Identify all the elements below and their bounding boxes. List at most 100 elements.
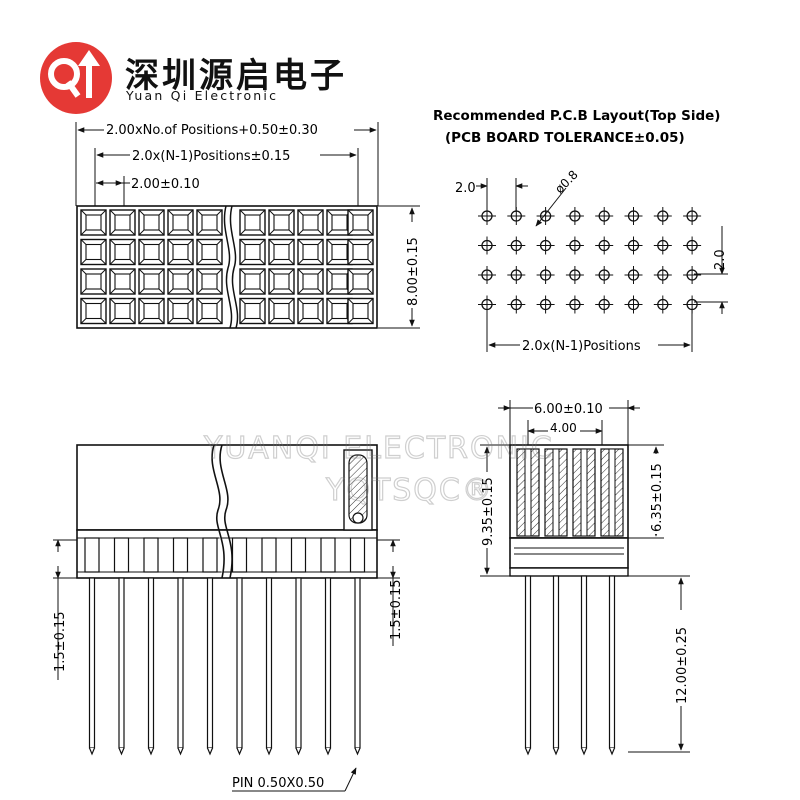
- side-pin: [580, 575, 588, 756]
- top-cell: [109, 238, 136, 266]
- pcb-hole: [595, 295, 614, 314]
- front-dim-right: 1.5±0.15: [389, 579, 404, 640]
- pcb-hole: [595, 266, 614, 284]
- top-cell: [196, 209, 223, 236]
- top-cell: [268, 209, 295, 236]
- top-cell: [80, 297, 107, 325]
- pcb-hole: [536, 207, 555, 225]
- pcb-hole: [507, 207, 526, 225]
- pcb-hole: [624, 236, 643, 255]
- brand-name-en: Yuan Qi Electronic: [126, 88, 279, 103]
- top-cell: [109, 209, 136, 236]
- pin-size-label: PIN 0.50X0.50: [232, 776, 324, 791]
- top-cell: [347, 268, 374, 295]
- pcb-hole-grid: [478, 207, 702, 314]
- pcb-hole: [536, 266, 555, 284]
- dim-positions-label: 2.0x(N-1)Positions±0.15: [132, 149, 290, 164]
- top-cell: [196, 297, 223, 325]
- top-cell: [297, 297, 324, 325]
- pcb-pitch-v-label: 2.0: [713, 249, 728, 270]
- watermark-line2: YQTSQC®: [325, 473, 494, 508]
- top-cell: [297, 238, 324, 266]
- pcb-hole: [683, 236, 702, 255]
- top-cell: [196, 268, 223, 295]
- top-view-cells: [80, 209, 374, 325]
- pcb-hole: [565, 295, 584, 314]
- pcb-hole: [565, 236, 584, 255]
- side-slot: [572, 448, 596, 537]
- top-cell: [109, 297, 136, 325]
- pcb-layout: Recommended P.C.B Layout(Top Side) (PCB …: [433, 108, 728, 354]
- front-pin: [202, 537, 218, 756]
- pcb-hole: [653, 266, 672, 284]
- side-view-slots: [516, 448, 624, 537]
- top-cell: [80, 268, 107, 295]
- top-cell: [167, 297, 194, 325]
- top-cell: [268, 238, 295, 266]
- top-cell: [239, 209, 266, 236]
- top-cell: [239, 268, 266, 295]
- top-cell: [80, 209, 107, 236]
- pcb-hole: [624, 266, 643, 284]
- front-pin: [320, 537, 336, 756]
- top-cell: [326, 268, 353, 295]
- front-pin: [143, 537, 159, 756]
- pcb-hole: [683, 266, 702, 284]
- front-dim-left: 1.5±0.15: [53, 611, 68, 672]
- side-dim-width: 6.00±0.10: [534, 402, 603, 417]
- top-cell: [167, 209, 194, 236]
- top-cell: [297, 268, 324, 295]
- side-slot: [516, 448, 540, 537]
- pcb-hole: [624, 207, 643, 225]
- pcb-hole: [653, 236, 672, 255]
- dim-pitch-label: 2.00±0.10: [131, 177, 200, 192]
- front-view-pins: [84, 537, 366, 756]
- front-pin: [290, 537, 307, 756]
- top-cell: [109, 268, 136, 295]
- top-cell: [268, 297, 295, 325]
- top-cell: [138, 238, 165, 266]
- pcb-hole-label: ø0.8: [552, 168, 581, 197]
- pcb-hole: [624, 295, 643, 314]
- pcb-hole: [507, 266, 526, 284]
- pcb-hole: [507, 236, 526, 255]
- pcb-hole: [536, 295, 555, 314]
- side-slot: [600, 448, 624, 537]
- pcb-hole: [595, 207, 614, 225]
- pcb-hole: [478, 266, 496, 284]
- pcb-pitch-h-label: 2.0: [455, 181, 476, 196]
- side-view: 6.00±0.10 4.00 9.35±0.15 6.35±0.: [479, 400, 690, 756]
- top-cell: [347, 238, 374, 266]
- pcb-positions-label: 2.0x(N-1)Positions: [522, 339, 641, 354]
- side-dim-body: 6.35±0.15: [650, 463, 665, 532]
- front-pin: [261, 537, 277, 756]
- dim-height-label: 8.00±0.15: [406, 237, 421, 306]
- side-pin: [608, 575, 616, 756]
- top-cell: [297, 209, 324, 236]
- top-view: 2.00xNo.of Positions+0.50±0.30 2.0x(N-1)…: [75, 121, 421, 329]
- side-dim-pin: 12.00±0.25: [675, 627, 690, 704]
- watermark-line1: YUANQI ELECTRONIC: [203, 431, 554, 466]
- top-cell: [138, 297, 165, 325]
- pcb-tolerance: (PCB BOARD TOLERANCE±0.05): [445, 130, 685, 146]
- top-cell: [239, 238, 266, 266]
- pcb-hole: [683, 207, 702, 225]
- side-pin: [552, 575, 560, 756]
- watermark: YUANQI ELECTRONIC YQTSQC®: [202, 430, 554, 508]
- brand-name-cn: 深圳源启电子: [125, 56, 347, 96]
- top-cell: [138, 209, 165, 236]
- front-pin: [113, 537, 130, 756]
- top-cell: [268, 268, 295, 295]
- side-view-pins: [524, 575, 616, 756]
- pcb-hole: [565, 266, 584, 284]
- top-cell: [239, 297, 266, 325]
- front-pin: [349, 537, 366, 756]
- top-cell: [80, 238, 107, 266]
- top-cell: [167, 268, 194, 295]
- pcb-hole: [478, 236, 496, 255]
- pcb-title: Recommended P.C.B Layout(Top Side): [433, 108, 720, 124]
- side-slot: [544, 448, 568, 537]
- pcb-hole: [536, 236, 555, 255]
- pcb-hole: [653, 295, 672, 314]
